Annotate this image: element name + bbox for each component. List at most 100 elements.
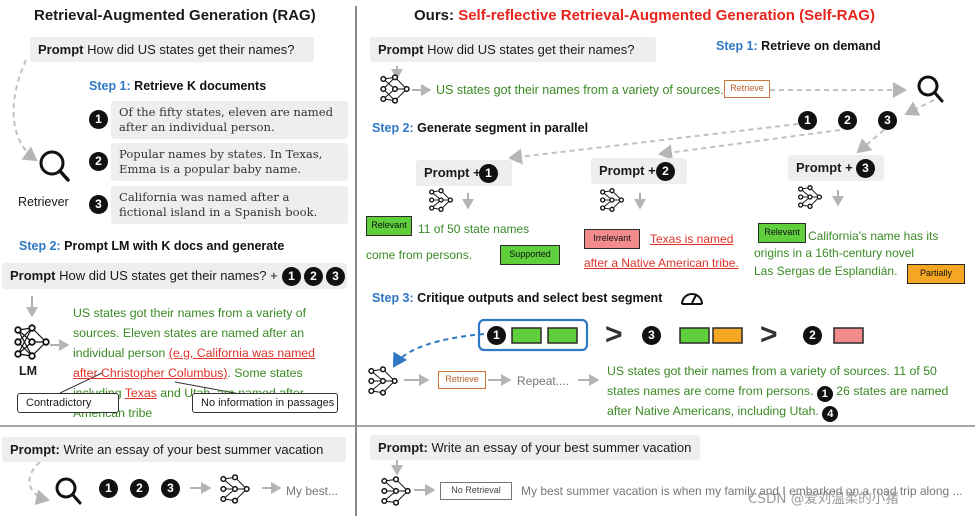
segment-text: come from persons. (366, 248, 473, 262)
step-number: Step 2: (372, 121, 414, 135)
output-text: . Some states (227, 366, 303, 380)
segment-text: 11 of 50 state names (418, 222, 530, 236)
output-text: states names are come from persons. (607, 384, 814, 398)
step-number: Step 2: (19, 239, 61, 253)
step-text: Critique outputs and select best segment (417, 291, 663, 305)
contradictory-text: (e.g, California was named (168, 346, 315, 360)
retrieve-token: Retrieve (724, 80, 770, 98)
rag-prompt: Prompt How did US states get their names… (30, 37, 314, 62)
step-text: Retrieve K documents (134, 79, 267, 93)
doc-number: 2 (304, 267, 323, 286)
selfrag-step3: Step 3: Critique outputs and select best… (372, 291, 662, 305)
doc-number: 1 (89, 110, 108, 129)
partially-token: Partially (907, 264, 965, 284)
contradictory-callout: Contradictory (17, 393, 119, 413)
neural-net-icon (381, 476, 411, 506)
doc-number: 3 (856, 159, 875, 178)
doc-number: 2 (803, 326, 822, 345)
lm-label: LM (19, 364, 38, 378)
doc-number: 1 (816, 386, 833, 402)
retrieve-token: Retrieve (438, 371, 486, 389)
retrieved-doc-3: California was named after a fictional i… (111, 186, 348, 224)
output-text: US states got their names from a variety… (73, 306, 307, 320)
doc-number: 3 (161, 479, 180, 498)
step-text: Prompt LM with K docs and generate (64, 239, 285, 253)
left-dashed-arrow (12, 59, 38, 162)
prompt-plus-1: Prompt + (416, 160, 512, 186)
neural-net-icon (429, 188, 453, 212)
supported-token: Supported (500, 245, 560, 265)
selfrag-bottom-output: My best summer vacation is when my famil… (521, 484, 963, 498)
neural-net-icon (798, 185, 822, 209)
output-text: US states got their names from a variety… (607, 364, 937, 378)
selfrag-prompt: Prompt How did US states get their names… (370, 37, 656, 62)
prompt-label: Prompt (10, 268, 56, 283)
selfrag-gen-text: US states got their names from a variety… (436, 83, 724, 97)
doc-number: 1 (479, 164, 498, 183)
prompt-text: How did US states get their names? (427, 42, 635, 57)
title-main: Self-reflective Retrieval-Augmented Gene… (458, 7, 805, 24)
retrieved-doc-2: Popular names by states. In Texas, Emma … (111, 143, 348, 181)
output-text: 26 states are named (836, 384, 949, 398)
doc-number: 2 (89, 152, 108, 171)
prompt-plus-2: Prompt + (591, 158, 687, 184)
doc-number: 1 (99, 479, 118, 498)
no-retrieval-token: No Retrieval (440, 482, 512, 500)
title-prefix: Ours: (414, 7, 459, 24)
selfrag-title: Ours: Self-reflective Retrieval-Augmente… (414, 7, 875, 24)
segment-text: origins in a 16th-century novel (754, 246, 915, 260)
selfrag-bottom-prompt: Prompt: Write an essay of your best summ… (370, 435, 700, 460)
svg-text:>: > (760, 318, 778, 351)
prompt-label: Prompt: (378, 440, 428, 455)
contradictory-text: after Christopher Columbus) (73, 366, 228, 380)
neural-net-icon (14, 324, 50, 360)
neural-net-icon (220, 474, 250, 504)
output-text: individual person (73, 346, 169, 360)
neural-net-icon (600, 188, 624, 212)
neural-net-icon (368, 366, 398, 396)
prompt-label: Prompt (378, 42, 424, 57)
doc-number: 3 (89, 195, 108, 214)
prompt-text: Write an essay of your best summer vacat… (431, 440, 692, 455)
repeat-text: Repeat.... (517, 374, 570, 388)
segment-text: Las Sergas de Esplandián. (754, 264, 898, 278)
selfrag-final-output: US states got their names from a variety… (607, 361, 967, 422)
doc-number: 1 (798, 111, 817, 130)
output-text: after Native Americans, including Utah. (607, 404, 819, 418)
doc-number: 3 (326, 267, 345, 286)
doc-number: 2 (838, 111, 857, 130)
doc-number: 2 (130, 479, 149, 498)
prompt-text: How did US states get their names? (87, 42, 295, 57)
rag-title: Retrieval-Augmented Generation (RAG) (34, 7, 316, 24)
svg-text:>: > (605, 318, 623, 351)
step-text: Generate segment in parallel (417, 121, 589, 135)
retrieved-doc-1: Of the fifty states, eleven are named af… (111, 101, 348, 139)
magnifier-icon (917, 75, 944, 103)
title-abbr: Self-RAG (804, 7, 870, 24)
prompt-label: Prompt (38, 42, 84, 57)
gauge-icon (681, 293, 703, 305)
title-close: ) (869, 7, 875, 24)
irrelevant-token: Irrelevant (584, 229, 640, 249)
magnifier-icon (39, 150, 70, 182)
neural-net-icon (380, 74, 410, 104)
step-number: Step 1: (716, 39, 758, 53)
relevant-token: Relevant (366, 216, 412, 236)
prompt-label: Prompt: (10, 442, 60, 457)
doc-number: 1 (282, 267, 301, 286)
prompt-text: Write an essay of your best summer vacat… (63, 442, 324, 457)
doc-number: 3 (878, 111, 897, 130)
rag-step1: Step 1: Retrieve K documents (89, 79, 266, 93)
segment-text: California's name has its (808, 229, 939, 243)
step-text: Retrieve on demand (761, 39, 881, 53)
unsupported-text: Texas (124, 386, 157, 400)
step-number: Step 1: (89, 79, 131, 93)
selfrag-step1: Step 1: Retrieve on demand (716, 39, 881, 53)
doc-number: 3 (642, 326, 661, 345)
rag-step2: Step 2: Prompt LM with K docs and genera… (19, 239, 284, 253)
rag-bottom-output: My best... (286, 484, 339, 498)
magnifier-icon (55, 477, 82, 505)
relevant-token: Relevant (758, 223, 806, 243)
doc-number: 1 (487, 326, 506, 345)
